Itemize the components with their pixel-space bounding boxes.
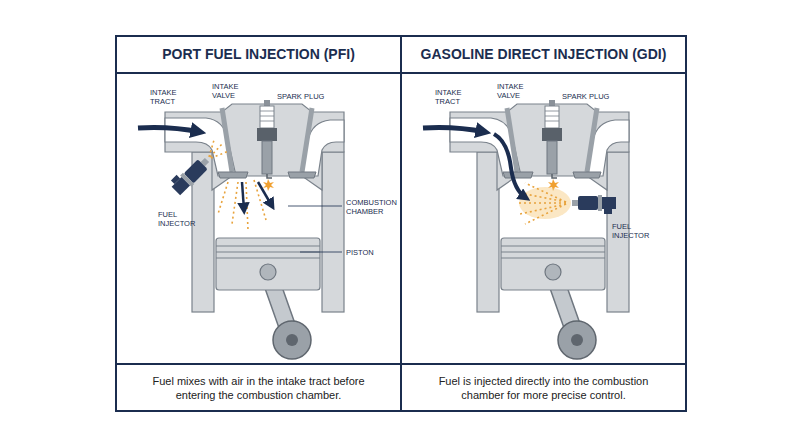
fuel-injector — [168, 152, 213, 197]
part-label: INTAKE TRACT — [150, 88, 177, 106]
fuel-spray — [209, 140, 266, 230]
air-flow-arrow — [242, 182, 244, 210]
caption-box: Fuel mixes with air in the intake tract … — [117, 363, 400, 410]
leader-line — [288, 206, 342, 207]
engine-cross-section — [450, 100, 629, 359]
part-label: FUEL INJECTOR — [612, 222, 649, 240]
part-label: SPARK PLUG — [562, 92, 609, 101]
part-label: COMBUSTION CHAMBER — [346, 198, 397, 216]
panel-heading: GASOLINE DIRECT INJECTION (GDI) — [402, 37, 685, 74]
fuel-injector — [572, 195, 616, 214]
leader-line — [300, 252, 342, 253]
air-flow-arrow — [138, 128, 200, 133]
part-label: FUEL INJECTOR — [158, 210, 195, 228]
panel-box: PORT FUEL INJECTION (PFI) Fuel mixes with… — [115, 35, 402, 412]
part-label: PISTON — [346, 248, 374, 257]
air-flow-arrow — [423, 128, 485, 133]
panel-heading: PORT FUEL INJECTION (PFI) — [117, 37, 400, 74]
panel-box: GASOLINE DIRECT INJECTION (GDI) Fuel is i… — [400, 35, 687, 412]
air-flow-arrow — [258, 182, 272, 206]
fuel-spray — [518, 183, 566, 224]
part-label: INTAKE TRACT — [435, 88, 462, 106]
part-label: INTAKE VALVE — [497, 82, 524, 100]
fuel-spray-glow — [519, 187, 571, 219]
caption-box: Fuel is injected directly into the combu… — [402, 363, 685, 410]
engine-cross-section — [165, 100, 344, 359]
part-label: INTAKE VALVE — [212, 82, 239, 100]
caption-text: Fuel is injected directly into the combu… — [424, 374, 663, 402]
caption-text: Fuel mixes with air in the intake tract … — [139, 374, 378, 402]
air-flow-arrow — [494, 134, 526, 198]
part-label: SPARK PLUG — [277, 92, 324, 101]
